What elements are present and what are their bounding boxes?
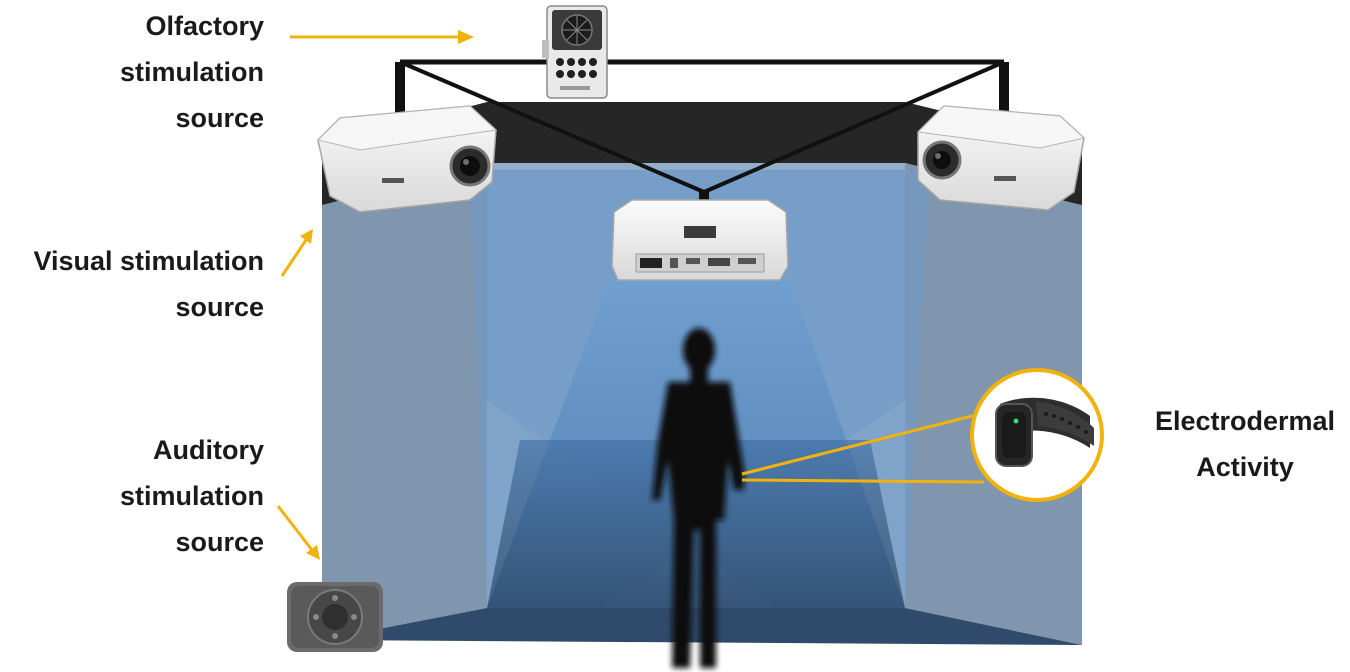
olfactory-arrow-head bbox=[458, 30, 474, 44]
auditory-label-line2: stimulation bbox=[119, 481, 264, 511]
projector-icon bbox=[611, 199, 789, 281]
auditory-source-label: Auditory stimulation source bbox=[40, 427, 264, 565]
projection-beams bbox=[470, 170, 930, 608]
auditory-arrow-head bbox=[306, 545, 320, 560]
olfactory-label-line2: stimulation bbox=[119, 57, 264, 87]
visual-label-line2: source bbox=[175, 292, 264, 322]
auditory-label-line3: source bbox=[175, 527, 264, 557]
auditory-label-line1: Auditory bbox=[153, 435, 264, 465]
visual-arrow bbox=[280, 239, 308, 277]
speaker-icon bbox=[287, 582, 383, 652]
visual-arrow-head bbox=[300, 229, 313, 244]
projector-icon bbox=[916, 105, 1086, 211]
auditory-arrow bbox=[276, 505, 314, 551]
eda-label-line1: Electrodermal bbox=[1154, 406, 1336, 436]
visual-source-label: Visual stimulation source bbox=[0, 238, 264, 330]
visual-label-line1: Visual stimulation bbox=[33, 246, 264, 276]
eda-label-line2: Activity bbox=[1196, 452, 1294, 482]
olfactory-source-label: Olfactory stimulation source bbox=[40, 3, 264, 141]
wristband-icon bbox=[970, 368, 1104, 502]
olfactory-label-line3: source bbox=[175, 103, 264, 133]
projector-icon bbox=[317, 105, 498, 213]
diffuser-icon bbox=[542, 5, 608, 99]
left-wall bbox=[322, 163, 487, 640]
olfactory-label-line1: Olfactory bbox=[145, 11, 264, 41]
person-silhouette-icon bbox=[652, 328, 744, 668]
header-band bbox=[322, 102, 1082, 205]
wristband-connector-lines bbox=[741, 410, 989, 484]
annotation-arrows bbox=[276, 30, 474, 560]
electrodermal-activity-label: Electrodermal Activity bbox=[1140, 398, 1350, 490]
